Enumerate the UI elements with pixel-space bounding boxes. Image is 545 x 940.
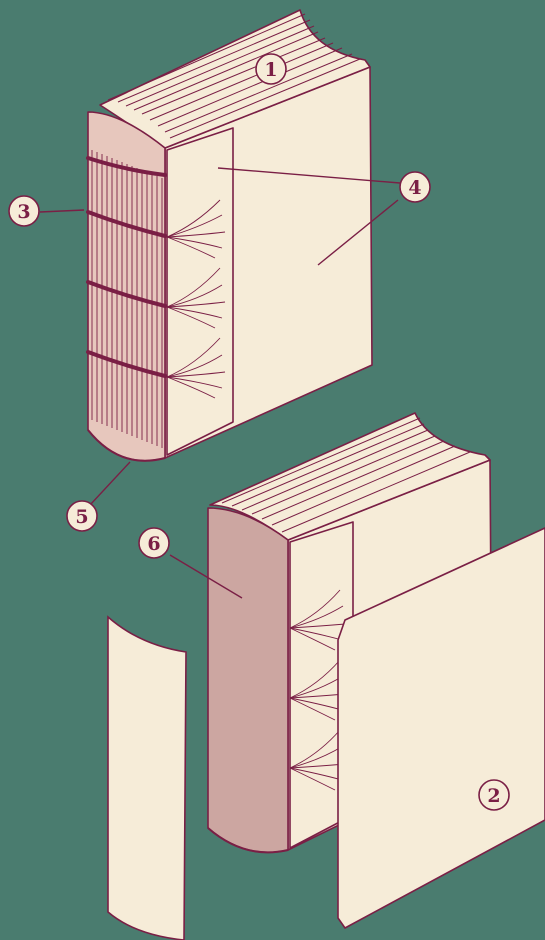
page-lines-top: [107, 13, 361, 139]
callout-6-label: 6: [147, 533, 160, 555]
leader-5: [89, 461, 131, 506]
spine-sections: [91, 150, 163, 448]
cover-board: [337, 527, 545, 929]
callout-4: 4: [399, 171, 431, 203]
cord-fans-bottom: [289, 589, 346, 791]
callout-2: 2: [478, 779, 510, 811]
endpaper: [166, 127, 234, 456]
page-lines-bottom: [221, 417, 471, 533]
cord-fans-top: [166, 199, 226, 399]
spine-headband: [87, 429, 166, 462]
leader-4a: [217, 167, 401, 184]
callout-1: 1: [255, 53, 287, 85]
assembled-book: [87, 9, 373, 462]
leader-3: [39, 209, 85, 213]
spine-covering: [107, 615, 187, 940]
callout-6: 6: [138, 527, 170, 559]
callout-4-label: 4: [408, 177, 421, 199]
callout-5-label: 5: [75, 506, 88, 528]
spine-headband-lower: [207, 827, 289, 854]
callout-3: 3: [8, 195, 40, 227]
spine-cords: [86, 156, 167, 378]
callout-3-label: 3: [17, 201, 30, 223]
page-block-top: [99, 9, 371, 149]
callout-1-label: 1: [264, 59, 277, 81]
leader-6: [169, 554, 243, 599]
callout-2-label: 2: [487, 785, 500, 807]
callout-5: 5: [66, 500, 98, 532]
leader-4b: [317, 199, 399, 266]
bare-spine: [207, 507, 289, 854]
leader-lines: [39, 167, 401, 599]
text-block-top: [209, 412, 491, 541]
